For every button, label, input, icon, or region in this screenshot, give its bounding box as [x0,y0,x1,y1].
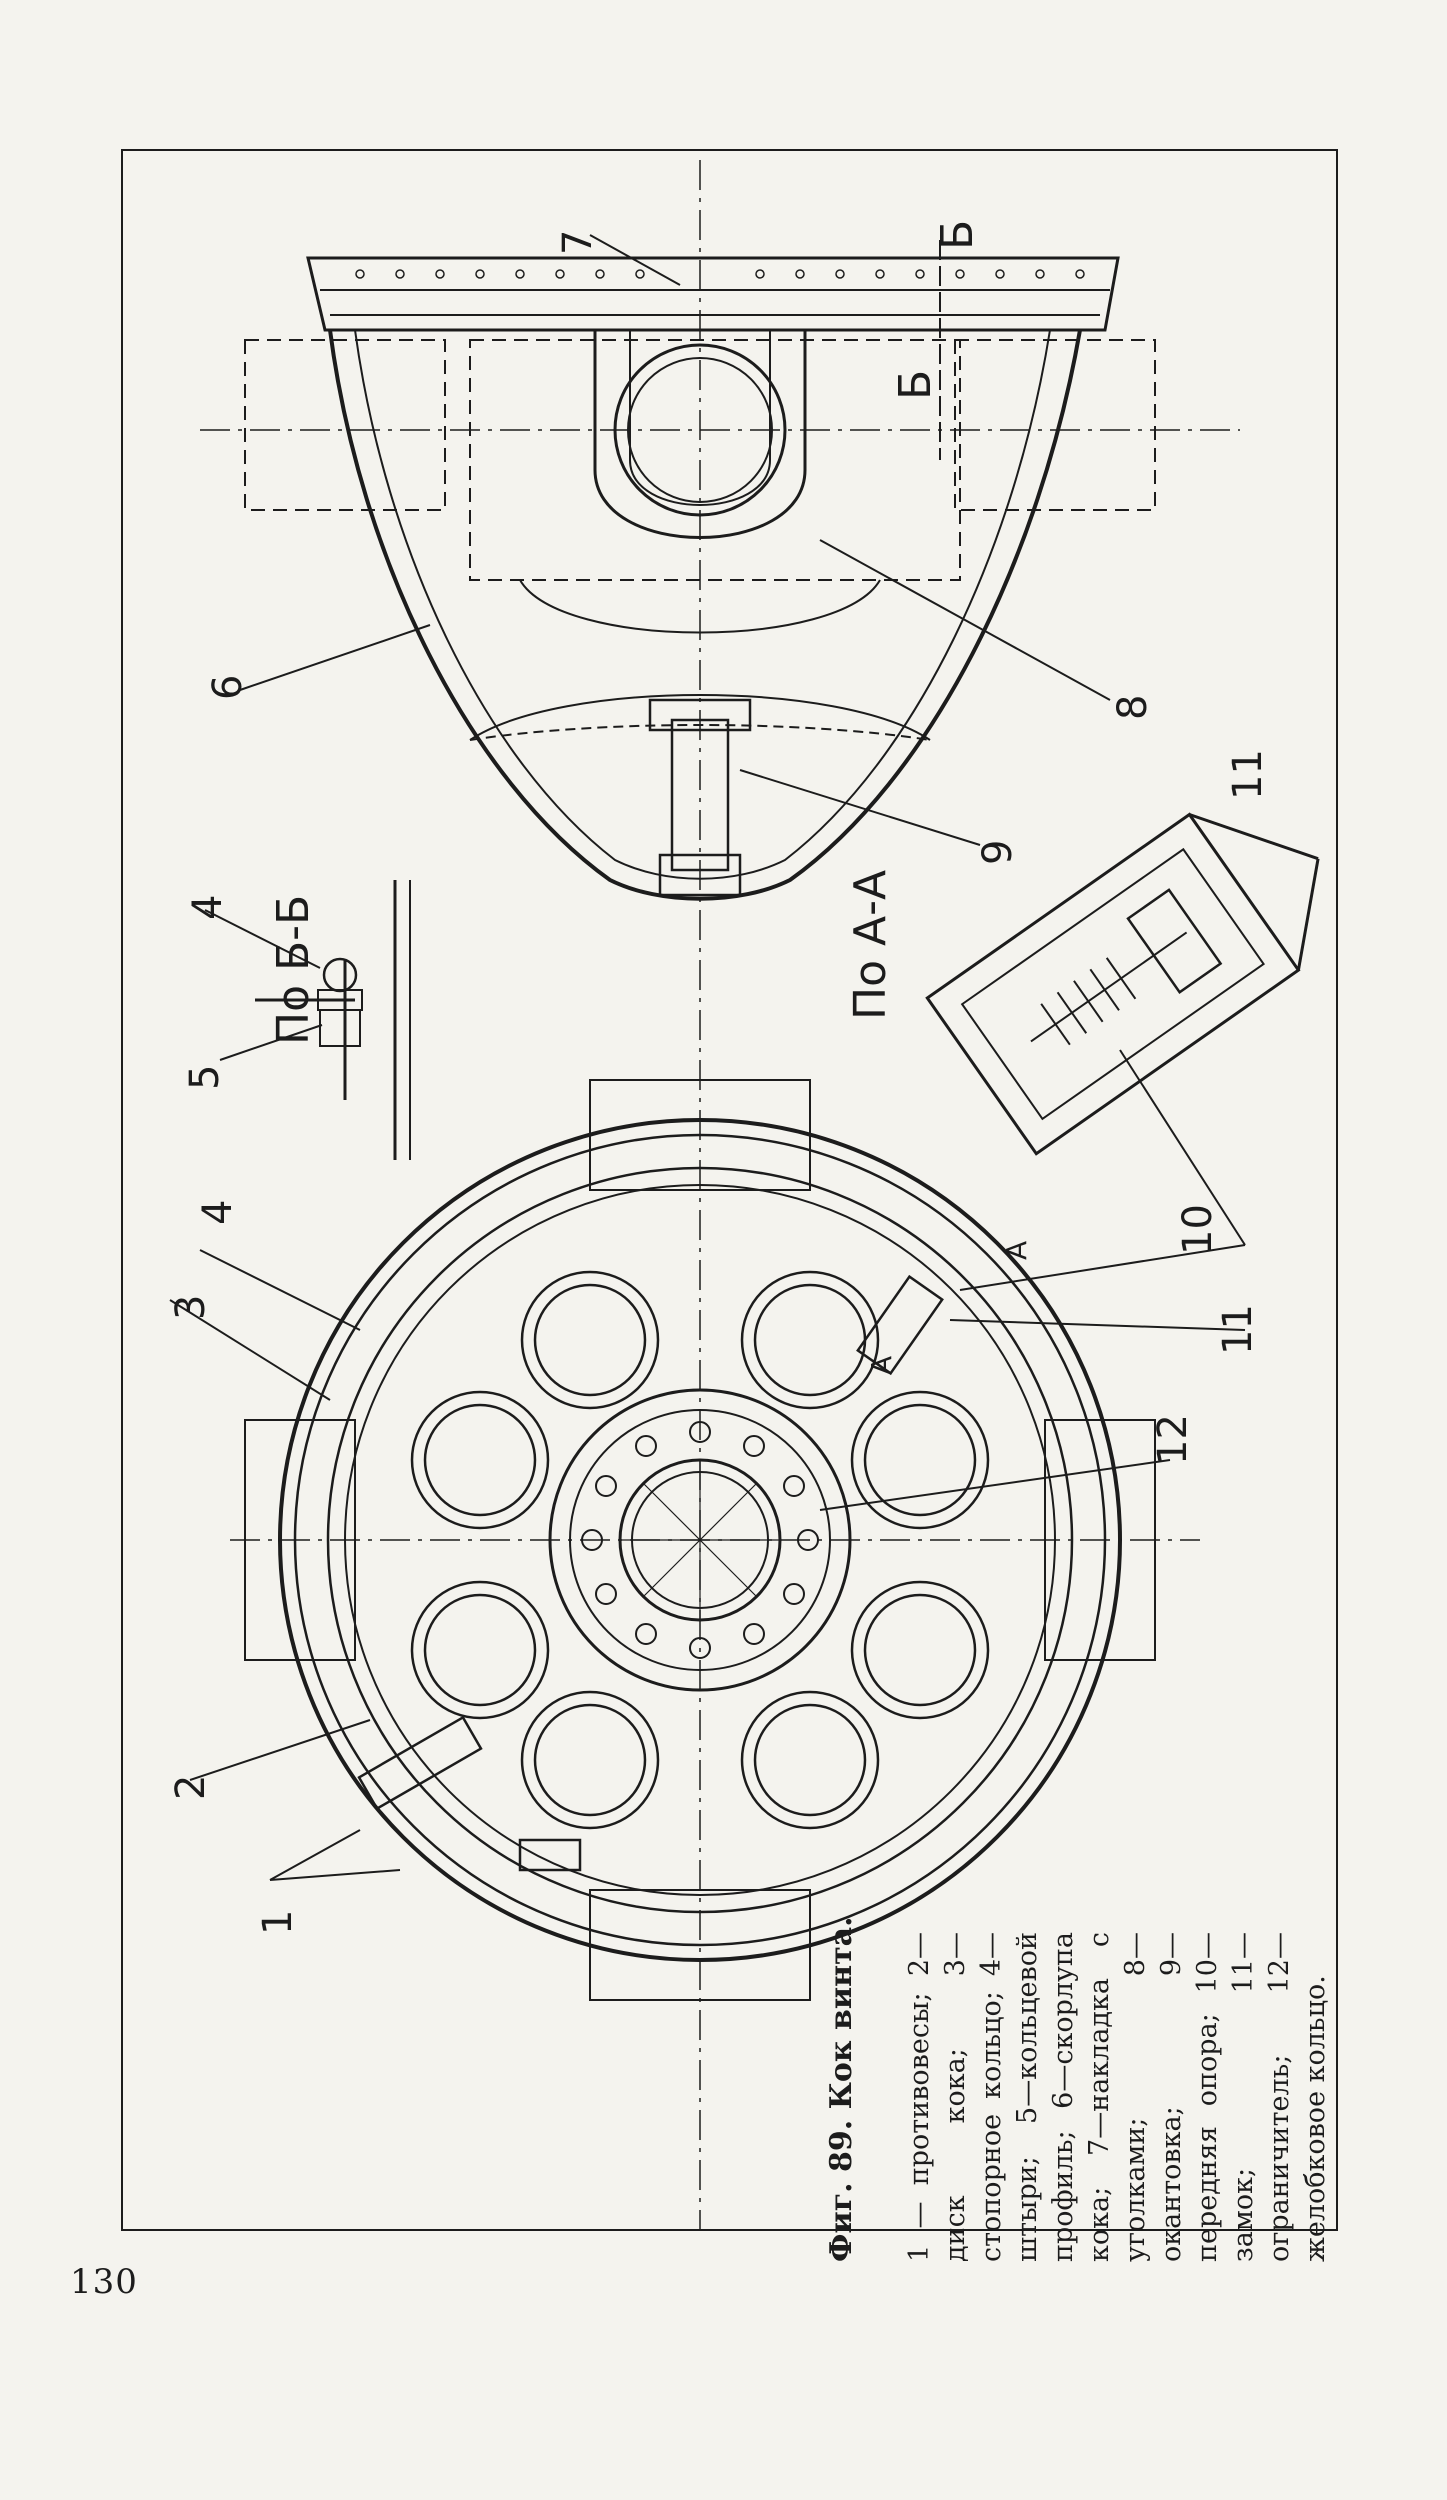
cut-marker-b-mid: Б [890,369,941,400]
section-aa-detail [925,812,1320,1156]
callout-10: 10 [1175,1204,1221,1255]
callout-11-top: 11 [1225,749,1271,800]
callout-3: 3 [168,1294,214,1320]
rivet-row-top [355,269,1085,279]
callout-8: 8 [1110,694,1156,720]
callout-2: 2 [168,1774,214,1800]
callout-1: 1 [255,1909,301,1935]
drawing-frame [121,149,1338,2231]
callout-4-detail: 4 [185,894,231,920]
figure-caption-legend: 1 — противовесы; 2—диск кока; 3—стопорно… [904,1932,1331,2262]
callout-9: 9 [975,839,1021,865]
section-bb-label: По Б-Б [268,894,319,1045]
spinner-shell-view [244,256,1156,901]
cut-marker-b-top: Б [932,219,983,250]
section-aa-label: По А-А [845,869,896,1020]
callout-11: 11 [1215,1304,1261,1355]
spinner-disc-view [244,1079,1156,2001]
cut-marker-a-top: А [1000,1240,1033,1260]
page-number: 130 [70,2262,138,2302]
cut-marker-a-bottom: А [865,1355,898,1375]
callout-12: 12 [1150,1414,1196,1465]
bolt-ports [410,1270,990,1830]
section-bb-detail [255,880,411,1160]
hub-bolts [581,1421,819,1659]
callout-4: 4 [195,1199,241,1225]
callout-6: 6 [205,674,251,700]
figure-caption-title: Фиг. 89. Кок винта. [824,1916,859,2262]
callout-5: 5 [182,1064,228,1090]
callout-7: 7 [555,229,601,255]
